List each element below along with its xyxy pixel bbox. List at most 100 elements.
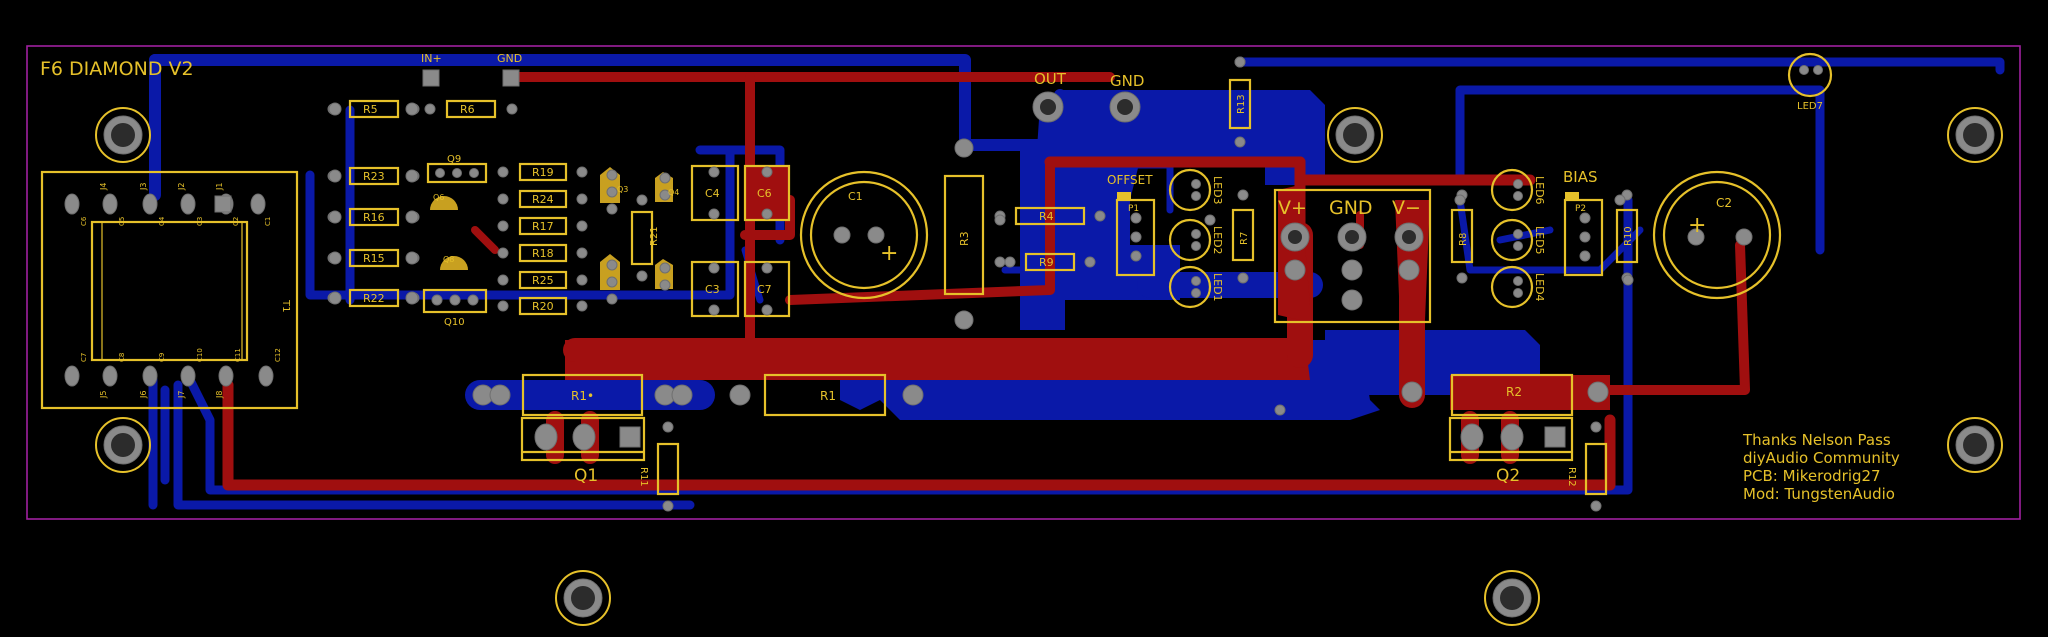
t1-cap-label: C1: [264, 217, 272, 226]
out-label: OUT: [1034, 70, 1067, 88]
q9-label: Q9: [447, 154, 461, 165]
q10-label: Q10: [444, 317, 465, 328]
t1-pin-label: J5: [99, 391, 108, 399]
led-led5: LED5: [1490, 218, 1546, 262]
in-plus-label: IN+: [421, 52, 442, 65]
board-outline: [26, 45, 2021, 520]
resistor-r12: R12: [1566, 421, 1608, 512]
output-terminals: OUT GND: [1032, 70, 1144, 123]
resistor-label: R5: [363, 103, 378, 116]
resistor-r4: R4: [994, 206, 1106, 226]
trimmer-p1: OFFSET P1: [1107, 173, 1156, 277]
resistor-r17: R17: [497, 216, 588, 236]
r2-label: R2: [1506, 385, 1522, 399]
credit-line-2: diyAudio Community: [1743, 449, 1900, 467]
resistor-r20: R20: [497, 296, 588, 316]
r1-label: R1: [820, 389, 836, 403]
resistor-r5: R5: [327, 99, 420, 119]
c7-label: C7: [757, 283, 772, 296]
t1-pin-label: J7: [177, 391, 186, 399]
resistor-label: R16: [363, 211, 385, 224]
t1-pad: [180, 365, 196, 387]
resistor-label: R20: [532, 300, 554, 313]
resistor-r11: R11: [638, 421, 680, 512]
t1-pad: [250, 193, 266, 215]
t1-pad: [102, 193, 118, 215]
t1-cap-label: C2: [232, 217, 240, 226]
r3-label: R3: [958, 231, 971, 246]
t1-cap-label: C9: [158, 353, 166, 362]
t1-pad: [142, 193, 158, 215]
resistor-r21: R21: [630, 194, 660, 282]
t1-cap-label: C10: [196, 348, 204, 362]
led-led6: LED6: [1490, 168, 1546, 212]
transistor-q1: Q1: [520, 416, 646, 486]
t1-pad: [102, 365, 118, 387]
t1-cap-label: C6: [80, 216, 88, 226]
t1-label: T1: [280, 299, 291, 312]
t1-cap-label: C11: [234, 348, 242, 362]
resistor-label: R7: [1239, 232, 1250, 245]
r12-label: R12: [1566, 467, 1577, 487]
t1-pin-label: J8: [215, 391, 224, 399]
cap-c1: + C1: [799, 170, 929, 300]
board-title: F6 DIAMOND V2: [40, 58, 194, 80]
c2-plus: +: [1688, 213, 1706, 238]
t1-pin-label: J3: [139, 183, 148, 191]
credit-line-4: Mod: TungstenAudio: [1743, 485, 1895, 503]
q8-label: Q8: [443, 255, 454, 264]
c4-label: C4: [705, 187, 720, 200]
led-label: LED4: [1533, 273, 1546, 302]
q2-label: Q2: [1496, 466, 1520, 486]
led-label: LED1: [1211, 273, 1224, 302]
resistor-label: R6: [460, 103, 475, 116]
resistor-label: R17: [532, 220, 554, 233]
resistor-r18: R18: [497, 243, 588, 263]
resistor-r25: R25: [497, 270, 588, 290]
led-led4: LED4: [1490, 265, 1546, 309]
led-label: LED6: [1533, 176, 1546, 205]
c1-label: C1: [848, 190, 863, 203]
t1-pad: [180, 193, 196, 215]
resistor-r16: R16: [327, 207, 420, 227]
resistor-label: R18: [532, 247, 554, 260]
gnd-pwr-label: GND: [1329, 197, 1373, 219]
c2-label: C2: [1716, 196, 1732, 210]
resistor-label: R15: [363, 252, 385, 265]
vias: [994, 56, 1634, 416]
resistor-label: R24: [532, 193, 554, 206]
led-label: LED5: [1533, 226, 1546, 255]
t1-pin-label: J1: [215, 183, 224, 191]
transistor-q9: Q9: [426, 154, 488, 184]
resistor-r7: R7: [1231, 189, 1255, 284]
cap-c2: + C2: [1652, 170, 1782, 300]
small-signal-semis: Q6 Q8 Q3 Q4: [430, 167, 679, 305]
q1-label: Q1: [574, 466, 598, 486]
power-connector: V+ GND V−: [1273, 188, 1432, 324]
resistor-label: R10: [1623, 226, 1634, 246]
t1-pin-label: J2: [177, 183, 186, 191]
credit-line-1: Thanks Nelson Pass: [1742, 431, 1891, 449]
resistor-label: R21: [649, 226, 660, 246]
credits: Thanks Nelson Pass diyAudio Community PC…: [1742, 431, 1900, 503]
q4-label: Q4: [668, 188, 679, 197]
t1-pad: [214, 195, 232, 213]
bias-label: BIAS: [1563, 168, 1598, 186]
c3-label: C3: [705, 283, 720, 296]
t1-cap-label: C12: [274, 348, 282, 362]
resistor-label: R9: [1039, 256, 1054, 269]
resistor-label: R19: [532, 166, 554, 179]
t1-pad: [64, 193, 80, 215]
resistor-label: R4: [1039, 210, 1054, 223]
t1-pin-label: J4: [99, 183, 108, 191]
resistor-r24: R24: [497, 189, 588, 209]
resistor-r6: R6: [424, 99, 518, 119]
led7-label: LED7: [1797, 101, 1823, 112]
trimmer-p2: BIAS P2: [1563, 168, 1604, 277]
led-led1: LED1: [1168, 265, 1224, 309]
resistor-label: R22: [363, 292, 385, 305]
resistor-label: R13: [1236, 94, 1247, 114]
